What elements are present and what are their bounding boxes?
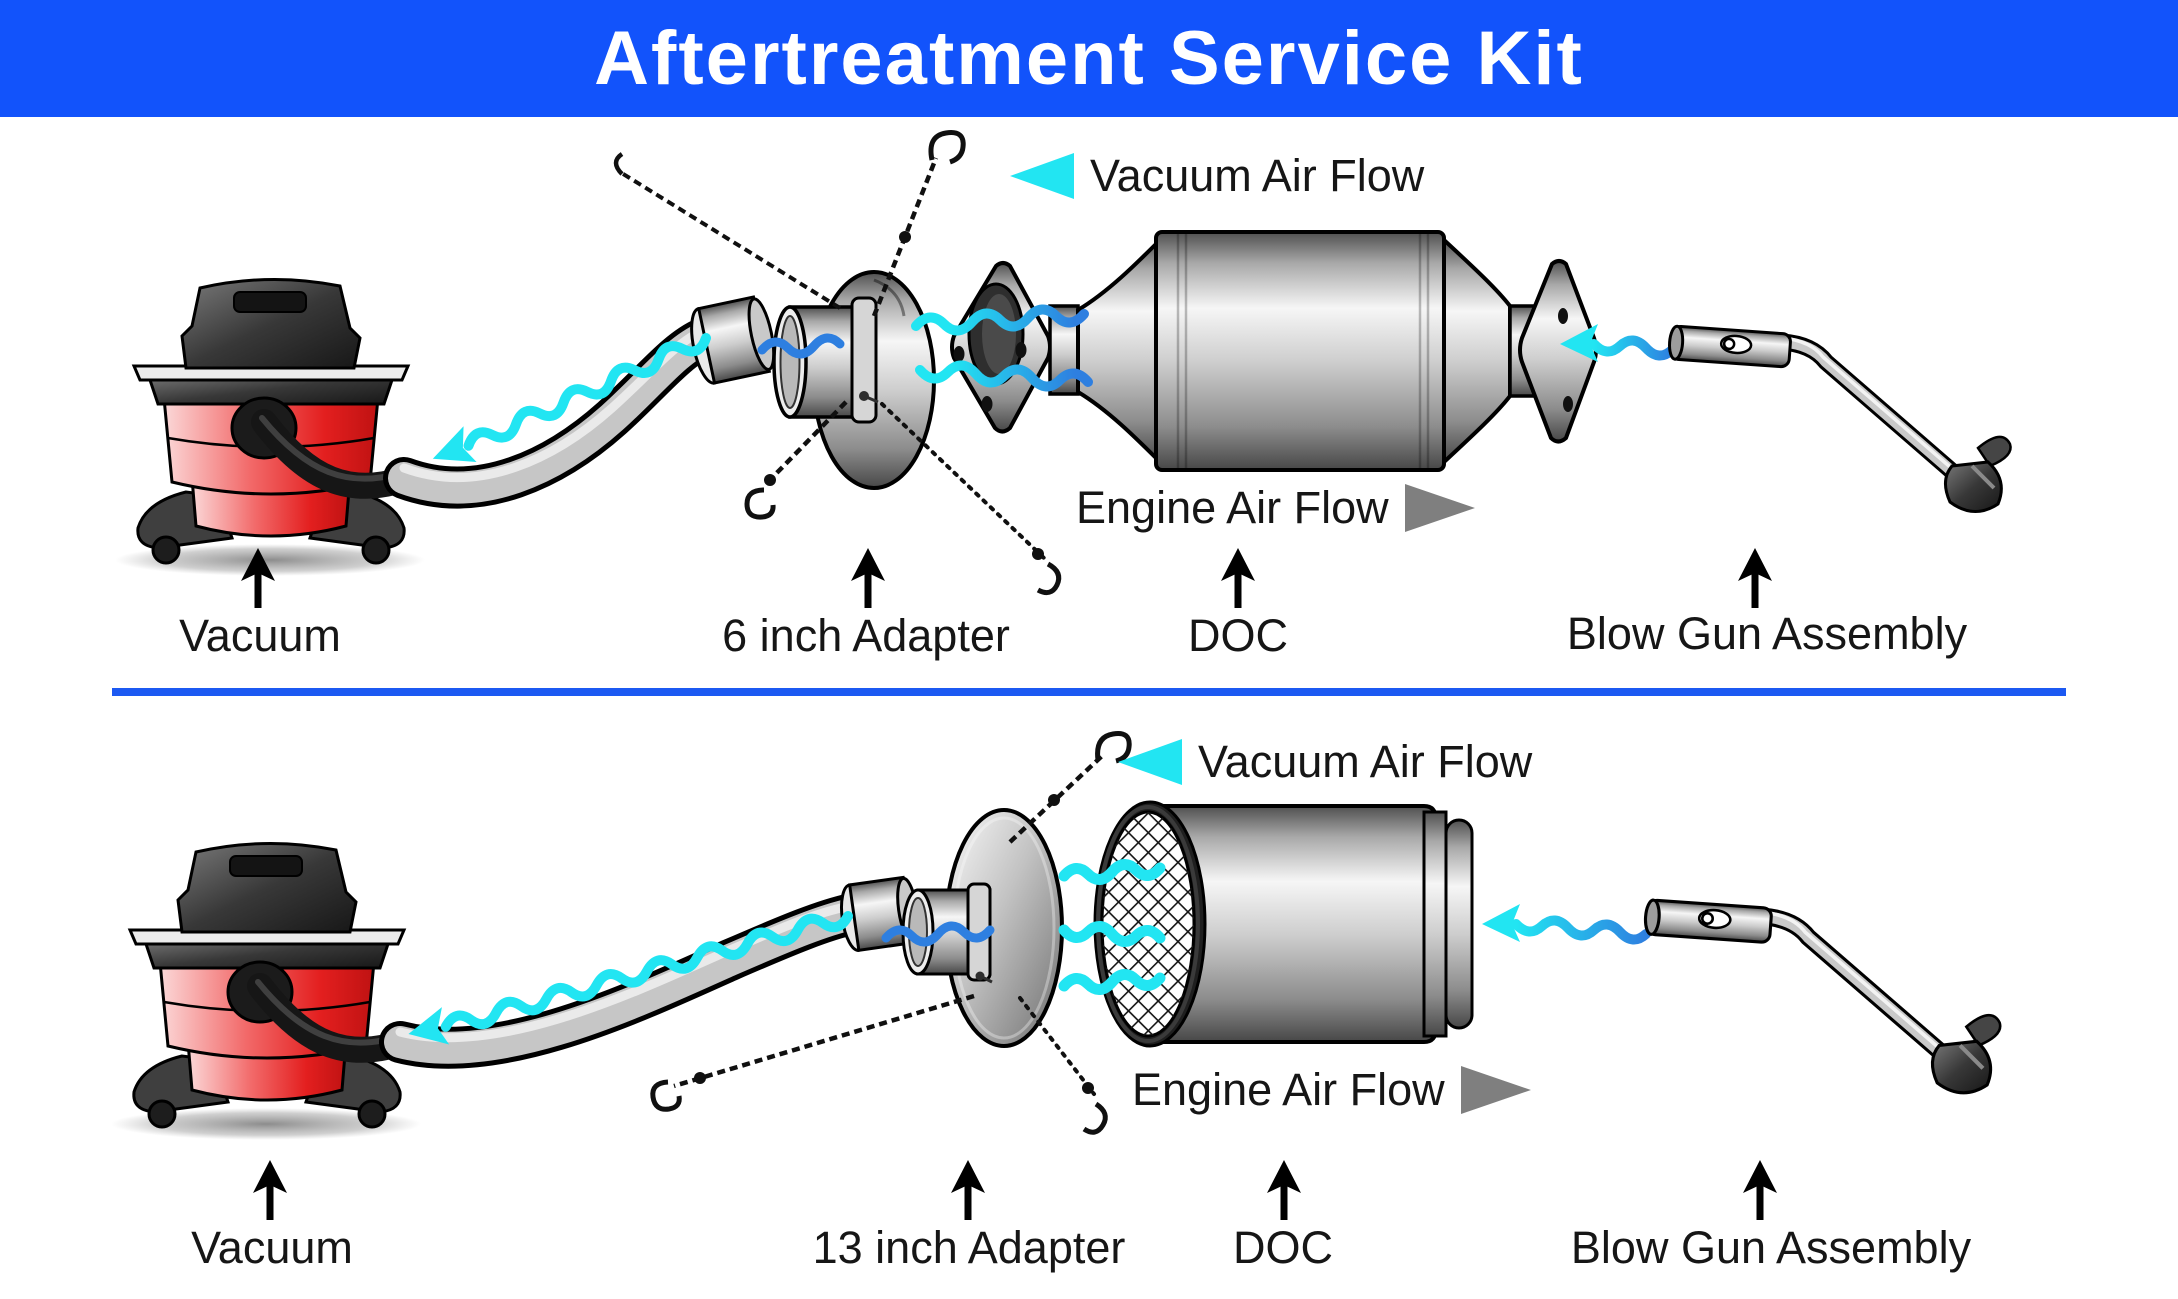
- pointer-arrow-icon: [951, 1160, 985, 1220]
- pointer-arrow-icon: [1221, 548, 1255, 608]
- bottom-diagram: [111, 731, 2000, 1220]
- blow-gun-illustration-top: [1668, 326, 2010, 512]
- hose-flow-wave-into-adapter-top: [757, 333, 845, 359]
- blowgun-flow-wave-bottom: [1482, 904, 1651, 945]
- thirteen-inch-adapter-illustration: [901, 808, 1064, 1048]
- pointer-arrow-icon: [253, 1160, 287, 1220]
- blowgun-flow-wave-top: [1560, 324, 1677, 362]
- doc-illustration-bottom: [1093, 800, 1474, 1048]
- pointer-arrow-icon: [851, 548, 885, 608]
- pointer-arrow-icon: [1743, 1160, 1777, 1220]
- adapter-to-doc-flow-waves-bottom: [1058, 859, 1166, 995]
- vacuum-flow-wave-bottom: [408, 911, 853, 1045]
- section-divider: [112, 688, 2066, 696]
- doc-illustration-top: [950, 230, 1598, 472]
- top-diagram: [115, 130, 2011, 608]
- blow-gun-illustration-bottom: [1644, 900, 2000, 1093]
- vacuum-illustration-bottom: [111, 843, 421, 1140]
- six-inch-adapter-illustration: [772, 270, 936, 490]
- pointer-arrow-icon: [1738, 548, 1772, 608]
- adapter-to-doc-flow-waves-top: [911, 304, 1093, 392]
- bungee-cords-bottom: [650, 731, 1132, 1135]
- page-title: Aftertreatment Service Kit: [594, 16, 1584, 101]
- vacuum-illustration-top: [115, 279, 425, 576]
- doc-mesh-face: [1102, 812, 1194, 1036]
- title-banner: Aftertreatment Service Kit: [0, 0, 2178, 117]
- bungee-cords-top: [613, 130, 1062, 596]
- vacuum-flow-wave-top: [432, 333, 711, 462]
- hose-flow-wave-into-adapter-bottom: [881, 921, 995, 947]
- pointer-arrow-icon: [1267, 1160, 1301, 1220]
